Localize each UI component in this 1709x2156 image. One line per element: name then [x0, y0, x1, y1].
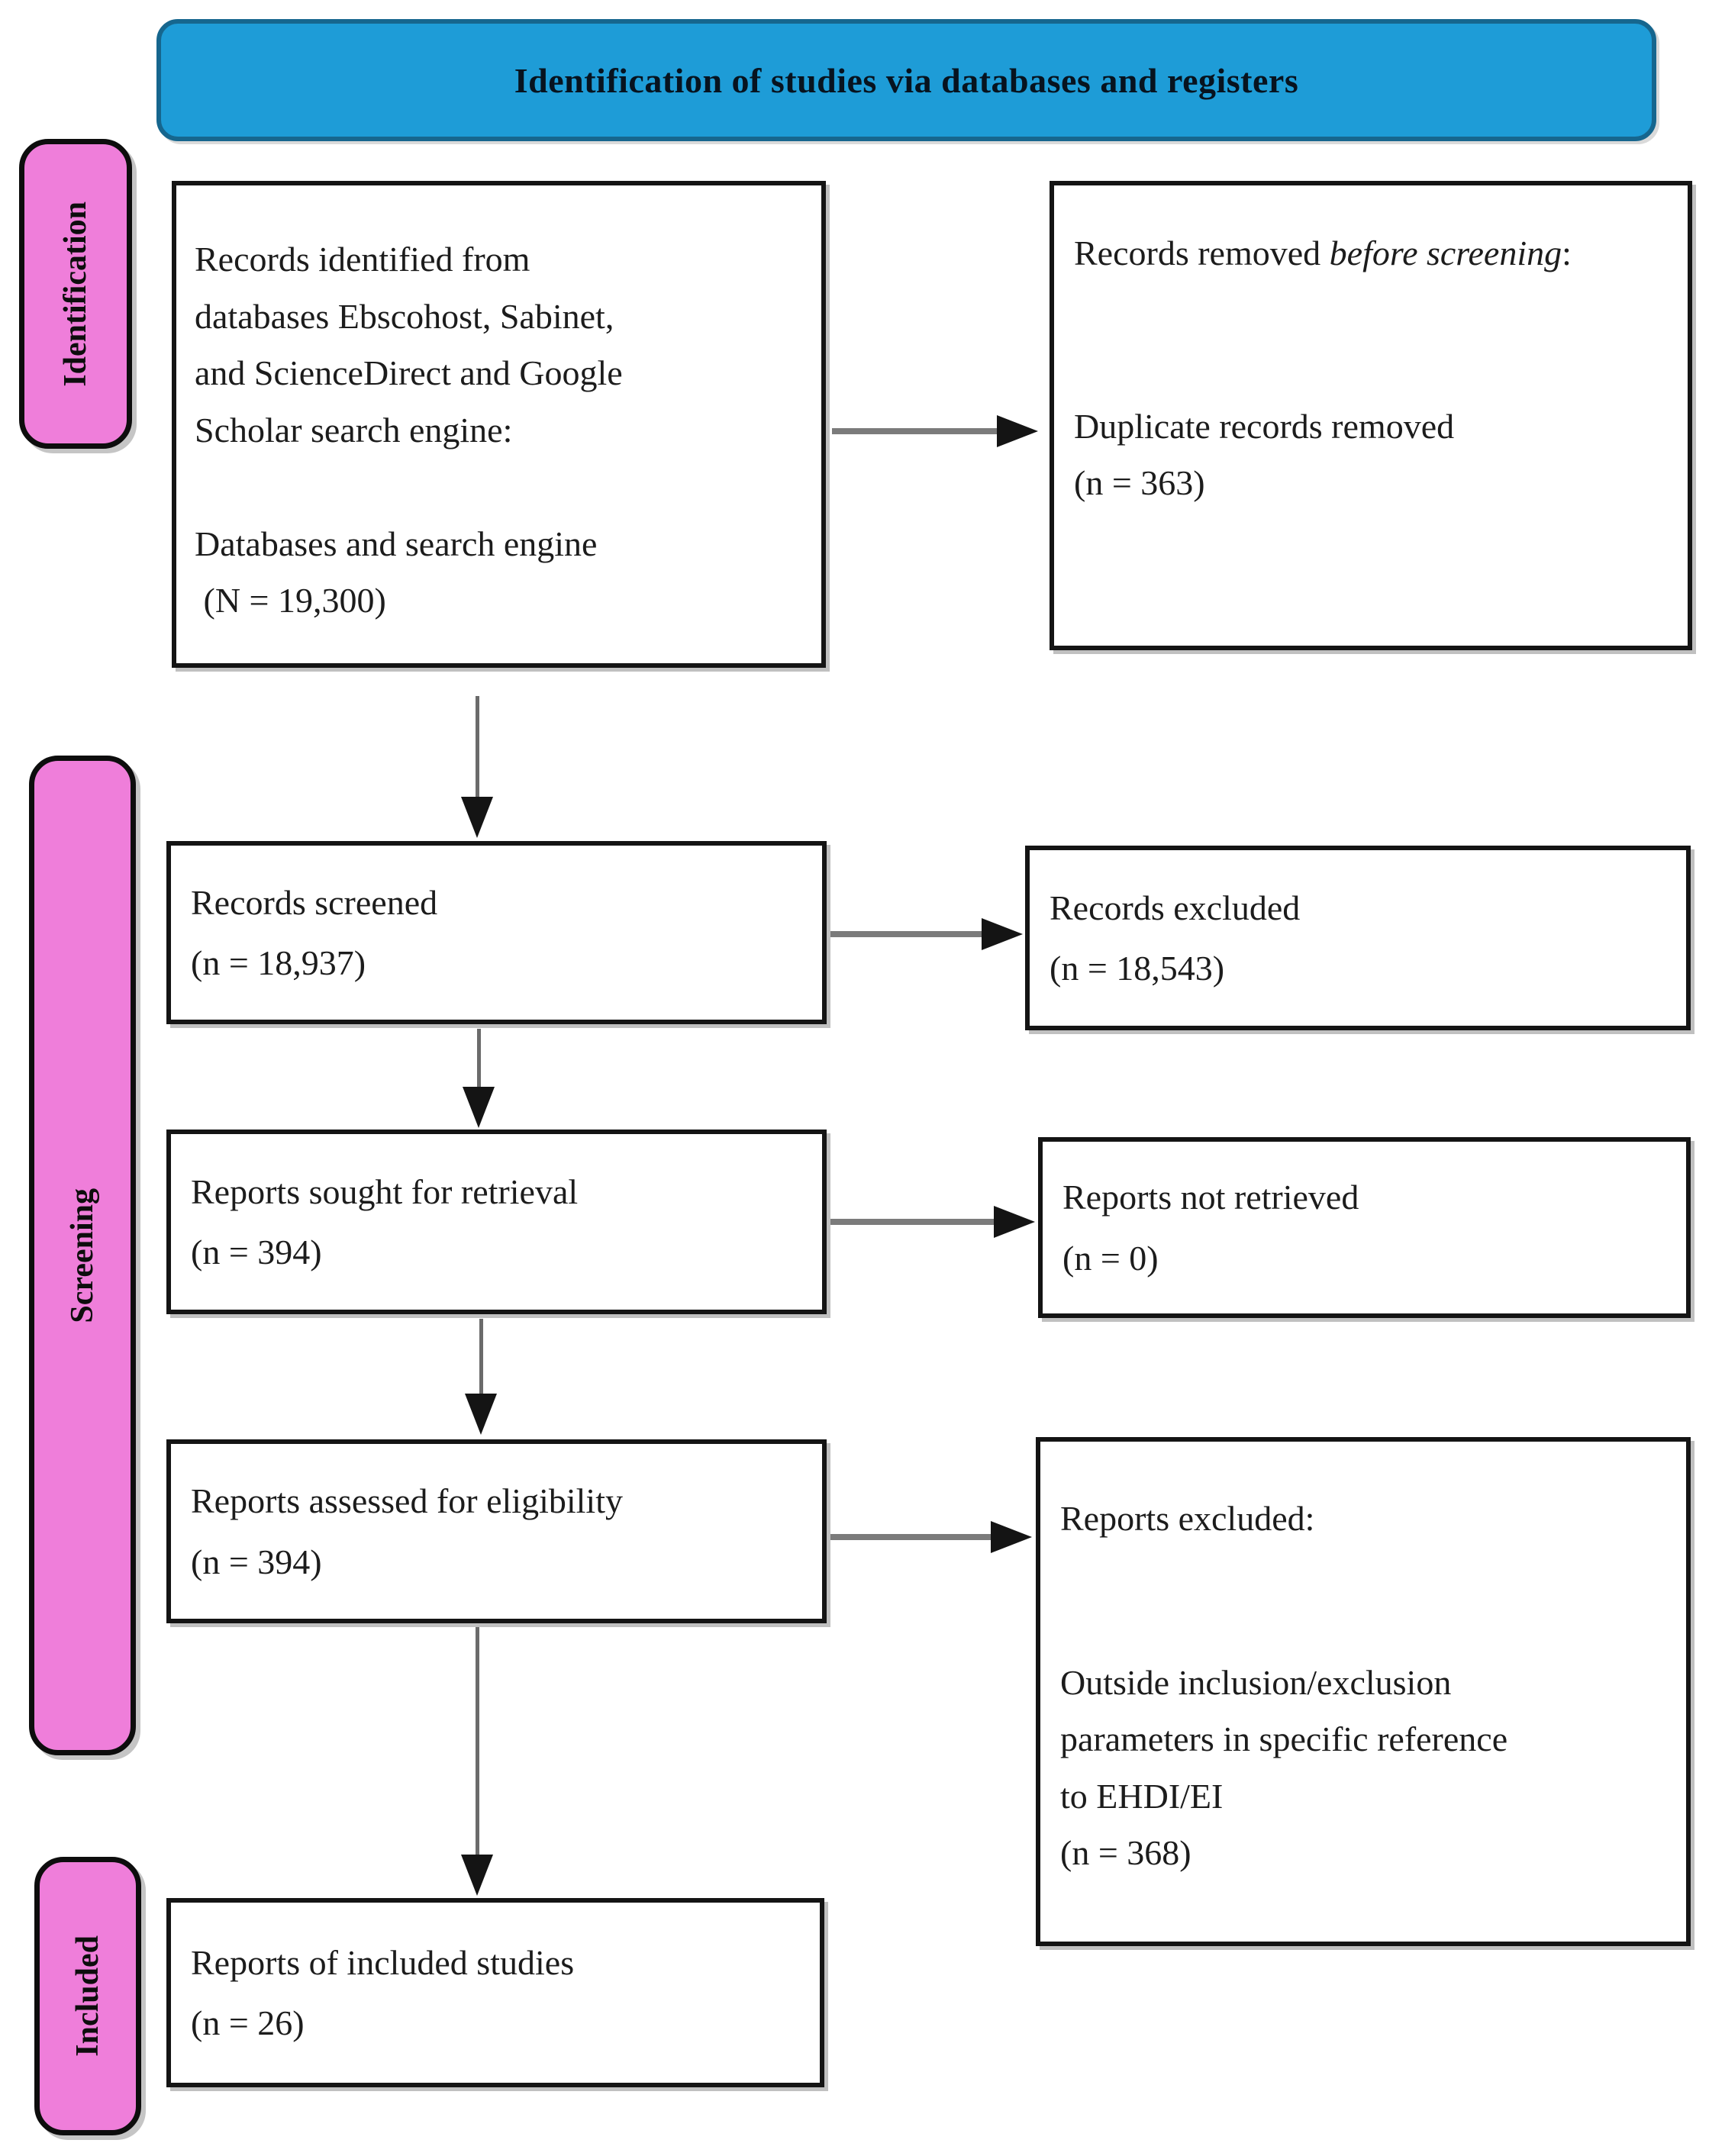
arrowhead-down-icon	[461, 1855, 493, 1896]
arrow-screened-to-excluded	[830, 917, 1023, 951]
stage-label-identification: Identification	[58, 201, 93, 387]
arrow-identified-to-removed	[832, 414, 1038, 448]
records-screened-box: Records screened (n = 18,937)	[166, 841, 827, 1024]
reports-sought-box: Reports sought for retrieval (n = 394)	[166, 1130, 827, 1314]
arrow-line	[476, 1029, 481, 1087]
arrow-line	[475, 696, 479, 797]
arrowhead-down-icon	[461, 797, 493, 838]
arrow-assessed-to-included	[460, 1627, 494, 1896]
diagram-header-banner: Identification of studies via databases …	[156, 19, 1656, 141]
arrowhead-down-icon	[465, 1394, 497, 1435]
stage-bar-included: Included	[34, 1857, 141, 2135]
arrowhead-right-icon	[997, 415, 1038, 447]
arrow-sought-to-notretrieved	[830, 1205, 1035, 1239]
reports-included-text: Reports of included studies (n = 26)	[191, 1942, 575, 2042]
records-removed-colon: :	[1562, 234, 1572, 272]
reports-assessed-box: Reports assessed for eligibility (n = 39…	[166, 1439, 827, 1623]
arrow-line	[832, 428, 997, 434]
arrow-screened-to-sought	[462, 1029, 495, 1128]
arrowhead-right-icon	[982, 918, 1023, 950]
arrow-line	[479, 1319, 483, 1394]
records-screened-text: Records screened (n = 18,937)	[191, 882, 438, 982]
arrow-identified-to-screened	[460, 696, 494, 838]
arrow-sought-to-assessed	[464, 1319, 498, 1435]
records-excluded-text: Records excluded (n = 18,543)	[1050, 888, 1301, 988]
stage-label-included: Included	[70, 1935, 105, 2057]
records-removed-heading: Records removed before screening:	[1074, 225, 1669, 282]
reports-excluded-box: Reports excluded: Outside inclusion/excl…	[1036, 1437, 1691, 1946]
stage-label-screening: Screening	[65, 1188, 100, 1323]
reports-sought-text: Reports sought for retrieval (n = 394)	[191, 1171, 579, 1271]
diagram-title: Identification of studies via databases …	[514, 60, 1299, 100]
records-removed-box: Records removed before screening: Duplic…	[1050, 181, 1692, 650]
records-identified-box: Records identified from databases Ebscoh…	[172, 181, 826, 668]
records-removed-italic: before screening	[1329, 234, 1562, 272]
records-identified-text: Records identified from databases Ebscoh…	[195, 240, 623, 620]
reports-excluded-title: Reports excluded:	[1060, 1499, 1315, 1538]
records-removed-prefix: Records removed	[1074, 234, 1330, 272]
stage-bar-screening: Screening	[29, 756, 136, 1755]
records-removed-detail: Duplicate records removed (n = 363)	[1074, 406, 1455, 503]
reports-not-retrieved-box: Reports not retrieved (n = 0)	[1038, 1137, 1691, 1318]
reports-included-box: Reports of included studies (n = 26)	[166, 1898, 824, 2087]
reports-excluded-detail: Outside inclusion/exclusion parameters i…	[1060, 1662, 1508, 1873]
arrowhead-down-icon	[463, 1087, 495, 1128]
reports-assessed-text: Reports assessed for eligibility (n = 39…	[191, 1481, 623, 1581]
arrow-line	[830, 1534, 991, 1540]
arrowhead-right-icon	[994, 1206, 1035, 1238]
arrow-line	[830, 1219, 994, 1225]
arrow-line	[475, 1627, 479, 1855]
arrow-assessed-to-excluded	[830, 1520, 1032, 1554]
arrowhead-right-icon	[991, 1521, 1032, 1553]
arrow-line	[830, 931, 982, 937]
records-excluded-box: Records excluded (n = 18,543)	[1025, 846, 1691, 1030]
stage-bar-identification: Identification	[19, 139, 132, 449]
reports-not-retrieved-text: Reports not retrieved (n = 0)	[1062, 1178, 1359, 1278]
